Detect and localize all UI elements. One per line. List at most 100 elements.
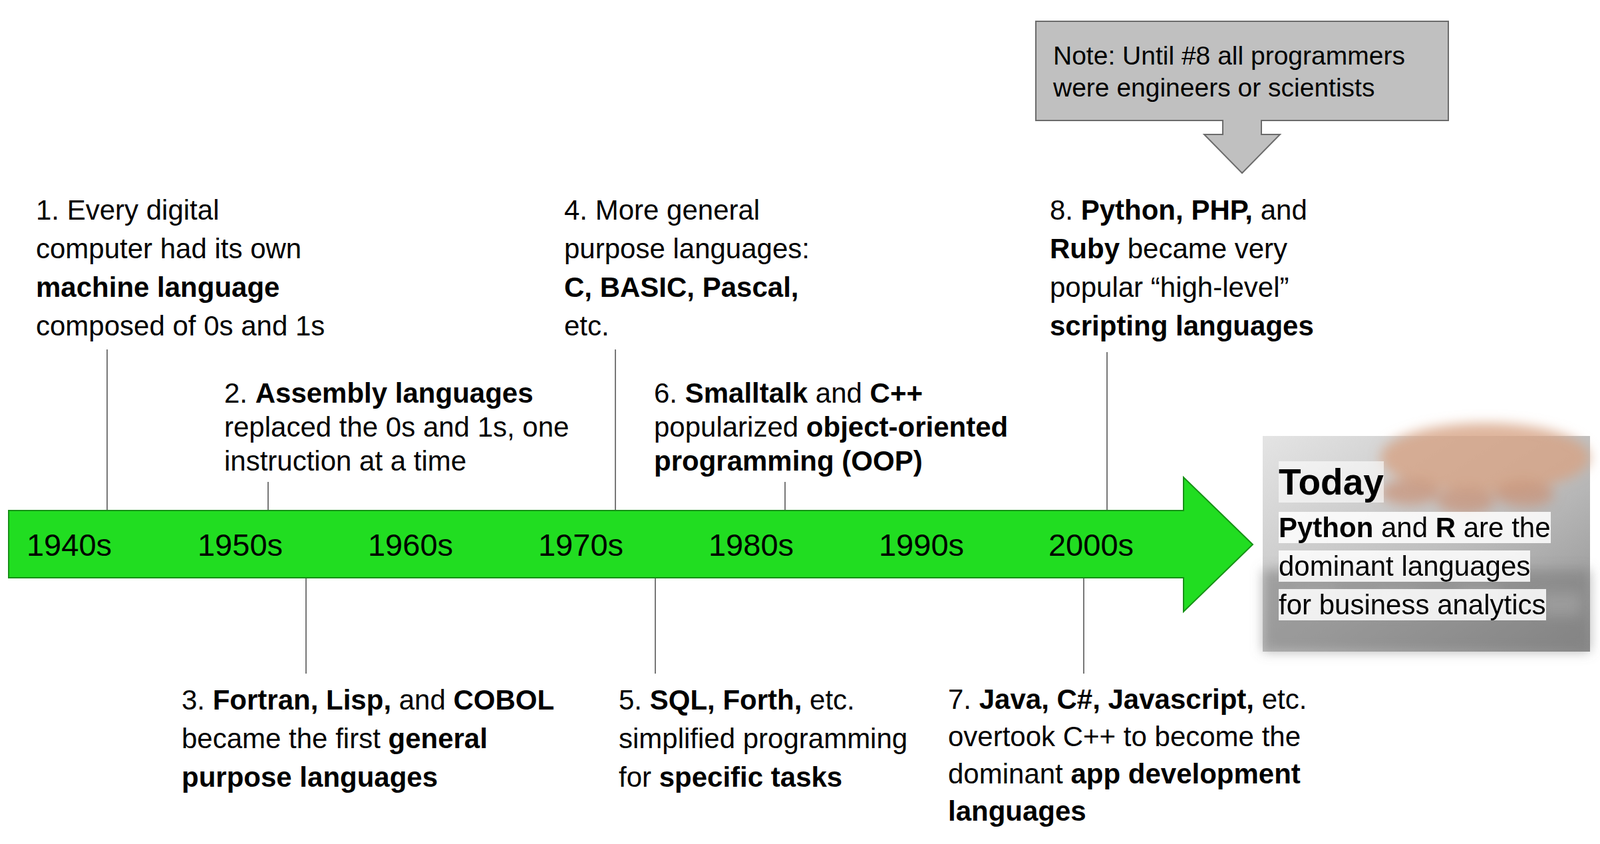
leader-line (1083, 577, 1085, 674)
text-word: C, (564, 271, 601, 303)
text-word: 1s (295, 310, 325, 342)
text-word: Assembly (255, 377, 396, 409)
text-word: languages: (672, 232, 810, 265)
photo-keyboard (1262, 569, 1591, 652)
today-panel: TodayPython and R are the dominant langu… (1262, 435, 1591, 652)
decade-label: 1950s (197, 528, 283, 561)
photo-finger (1380, 479, 1440, 505)
text-word: Today (1278, 461, 1384, 503)
text-word: overtook (948, 720, 1064, 752)
text-word: 3. (181, 683, 213, 716)
text-word: and (1381, 511, 1436, 543)
text-word: are (1463, 511, 1512, 543)
decade-label: 1990s (878, 528, 964, 561)
text-word: dominant (948, 757, 1071, 790)
text-word: 2. (224, 377, 256, 409)
text-word: C++ (1063, 720, 1124, 752)
text-word: very (1234, 232, 1288, 265)
text-word: the (339, 411, 386, 443)
text-word: 5. (618, 683, 650, 716)
timeline-item: 2. Assembly languages replaced the 0s an… (224, 375, 569, 478)
text-word: Python, (1081, 194, 1192, 226)
text-word: popular (1049, 271, 1151, 303)
text-word: programming (743, 722, 908, 754)
text-word: SQL, (649, 683, 724, 716)
text-word: machine (35, 271, 158, 303)
text-word: own (250, 232, 302, 265)
timeline-item: 6. Smalltalk and C++ popularized object-… (653, 375, 1008, 478)
text-word: of (172, 310, 204, 342)
callout-outline (1035, 21, 1449, 173)
leader-line (654, 577, 656, 674)
panel-text: Today (1278, 460, 1384, 503)
text-word: at (359, 445, 391, 477)
text-word: Every (67, 194, 147, 226)
text-word: its (214, 232, 251, 265)
decade-label: 1980s (708, 528, 794, 561)
text-word: #8 (1181, 41, 1218, 70)
text-word: object-oriented (806, 411, 1008, 443)
text-word: engineers (1116, 73, 1238, 102)
text-word: “high-level” (1150, 271, 1290, 303)
text-word: and (1260, 194, 1308, 226)
text-word: Smalltalk (685, 377, 816, 409)
text-word: and (815, 377, 871, 409)
text-word: Ruby (1049, 232, 1128, 265)
text-word: BASIC, (600, 271, 703, 303)
panel-text: Python and R are the dominant languages … (1278, 508, 1551, 625)
text-word: (OOP) (841, 445, 923, 477)
text-word: general (666, 194, 760, 226)
text-word: digital (146, 194, 220, 226)
text-word: become (1154, 720, 1263, 752)
text-word: dominant (1278, 550, 1402, 582)
text-word: time (413, 445, 467, 477)
text-word: programming (653, 445, 842, 477)
text-word: for (1278, 588, 1320, 621)
text-word: analytics (1437, 588, 1546, 621)
text-word: C++ (870, 377, 923, 409)
text-word: Java, (979, 683, 1058, 715)
note-callout: Note: Until #8 all programmers were engi… (1035, 20, 1449, 174)
text-word: all (1217, 41, 1251, 70)
leader-line (267, 481, 269, 511)
text-word: the (1511, 511, 1551, 543)
text-word: were (1053, 73, 1117, 102)
leader-line (1106, 351, 1108, 511)
text-word: replaced (224, 411, 340, 443)
text-word: languages (1401, 550, 1531, 582)
text-word: 6. (653, 377, 686, 409)
text-word: 4. (564, 194, 596, 226)
text-word: 1s, (477, 411, 523, 443)
text-word: scientists (1268, 73, 1375, 102)
text-word: Forth, (722, 683, 810, 716)
text-word: a (390, 445, 414, 477)
text-word: instruction (224, 445, 360, 477)
text-word: specific (659, 761, 772, 793)
text-word: COBOL (453, 683, 555, 716)
text-word: and (240, 310, 296, 342)
text-word: languages (1175, 310, 1314, 342)
text-word: languages (948, 795, 1087, 827)
timeline-item: 8. Python, PHP, and Ruby became very pop… (1049, 190, 1314, 346)
photo-finger (1436, 487, 1496, 514)
text-word: etc. (564, 310, 610, 342)
text-word: languages (395, 377, 534, 409)
text-word: 0s (203, 310, 241, 342)
timeline-item: 4. More general purpose languages: C, BA… (564, 190, 810, 346)
text-word: 0s (385, 411, 424, 443)
leader-line (614, 349, 617, 511)
text-word: scripting (1049, 310, 1176, 342)
text-word: Fortran, (212, 683, 326, 716)
text-word: composed (35, 310, 173, 342)
text-word: for (618, 761, 660, 793)
text-word: Pascal, (702, 271, 800, 303)
text-word: purpose (181, 761, 300, 793)
text-word: programmers (1250, 41, 1406, 70)
text-word: simplified (618, 722, 744, 754)
text-word: languages (299, 761, 438, 793)
text-word: 7. (948, 683, 980, 715)
text-word: purpose (564, 232, 673, 265)
text-word: the (1262, 720, 1301, 752)
text-word: had (160, 232, 215, 265)
